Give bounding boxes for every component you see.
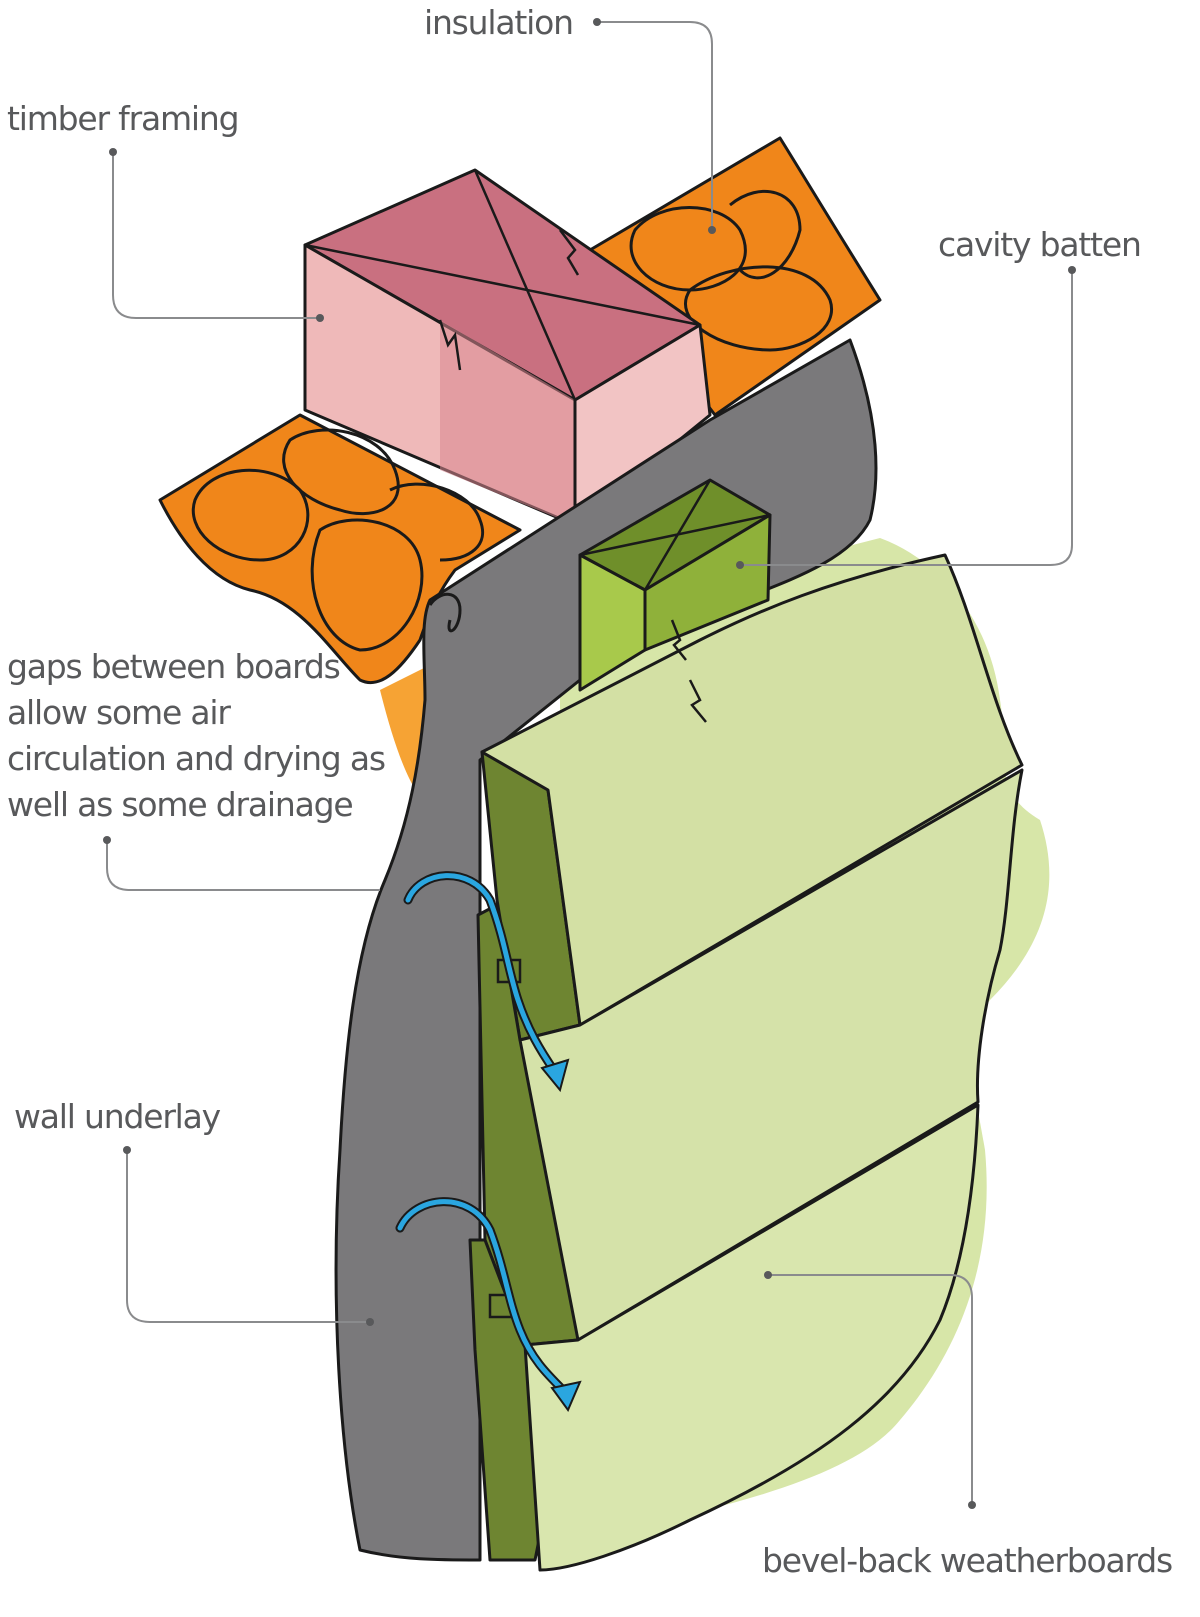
- timber-cross-marks: [304, 169, 701, 401]
- leader-lines: [106, 21, 1073, 1505]
- leader-underlay: [126, 1150, 370, 1323]
- air-flow-arrows: [395, 871, 582, 1413]
- insulation-right-loops: [629, 189, 834, 352]
- label-timber-framing: timber framing: [7, 99, 240, 138]
- leader-batten: [740, 270, 1073, 566]
- weatherboard-2-face: [518, 768, 1024, 1342]
- leader-dots: [103, 18, 1076, 1509]
- label-gaps-between-boards: gaps between boards allow some air circu…: [7, 644, 386, 828]
- label-wall-underlay: wall underlay: [14, 1097, 221, 1136]
- weatherboard-3-face: [523, 1103, 980, 1572]
- label-gaps-line-1: gaps between boards: [7, 647, 341, 686]
- label-gaps-line-2: allow some air: [7, 693, 231, 732]
- insulation-left-loops: [191, 428, 485, 652]
- weatherboard-1-face: [480, 553, 1024, 1027]
- label-gaps-line-3: circulation and drying as: [7, 739, 386, 778]
- label-cavity-batten: cavity batten: [938, 225, 1142, 264]
- leader-gaps: [106, 840, 380, 891]
- break-marks: [670, 619, 707, 723]
- label-insulation: insulation: [424, 3, 574, 42]
- timber-right-face: [573, 323, 712, 527]
- label-gaps-line-4: well as some drainage: [7, 785, 354, 824]
- timber-left-face-shade: [440, 320, 575, 525]
- underlay-curl: [428, 592, 462, 633]
- batten-right: [643, 513, 772, 652]
- leader-insulation: [597, 21, 713, 230]
- label-bevel-back-weatherboards: bevel-back weatherboards: [762, 1541, 1173, 1580]
- leader-weatherboards: [768, 1274, 973, 1505]
- batten-cross-marks: [579, 479, 771, 591]
- insulation-right: [588, 136, 882, 417]
- leader-timber: [112, 152, 320, 319]
